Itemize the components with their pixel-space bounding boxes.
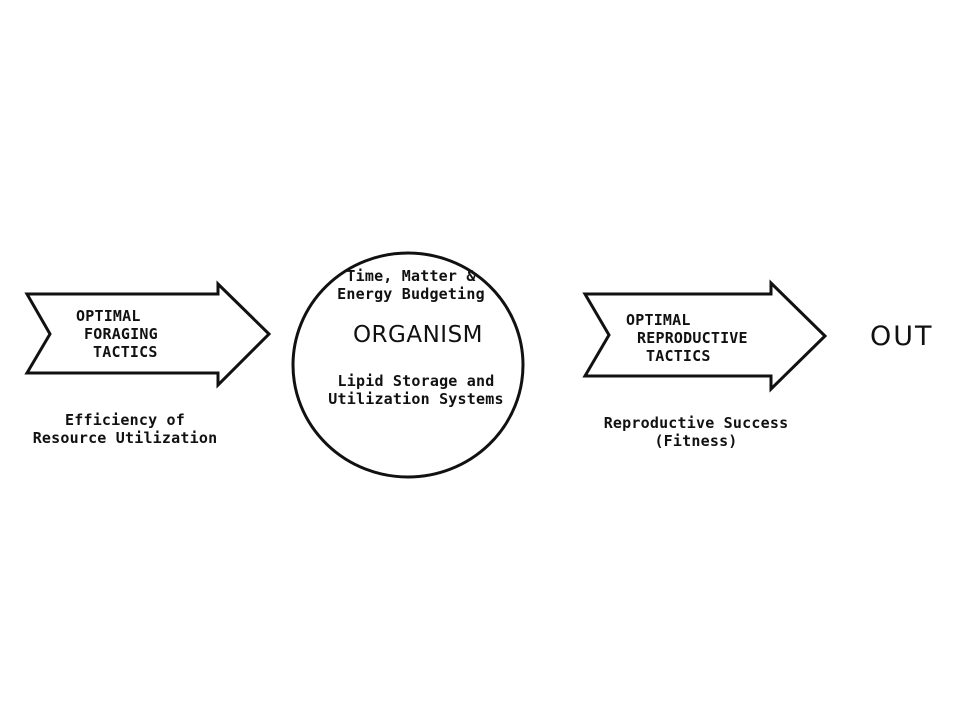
organism-circle	[291, 251, 525, 479]
organism-top-text: Time, Matter & Energy Budgeting	[323, 267, 499, 303]
reproductive-line-1: OPTIMAL	[626, 311, 691, 329]
reproductive-arrow-shape	[582, 279, 828, 393]
foraging-line-3: TACTICS	[93, 343, 158, 361]
foraging-line-1: OPTIMAL	[76, 307, 141, 325]
output-label: OUT	[870, 321, 934, 352]
foraging-tactics-label: OPTIMAL FORAGING TACTICS	[76, 307, 158, 361]
organism-top-line-2: Energy Budgeting	[337, 285, 485, 303]
foraging-line-2: FORAGING	[84, 325, 158, 343]
organism-bottom-line-1: Lipid Storage and	[337, 372, 495, 390]
reproductive-line-3: TACTICS	[646, 347, 711, 365]
reproductive-caption-line-1: Reproductive Success	[603, 414, 789, 432]
foraging-caption: Efficiency of Resource Utilization	[20, 411, 230, 447]
organism-top-line-1: Time, Matter &	[346, 267, 476, 285]
organism-bottom-line-2: Utilization Systems	[328, 390, 504, 408]
foraging-caption-line-2: Resource Utilization	[32, 429, 218, 447]
organism-bottom-text: Lipid Storage and Utilization Systems	[318, 372, 514, 408]
reproductive-caption-line-2: (Fitness)	[654, 432, 738, 450]
foraging-caption-line-1: Efficiency of	[65, 411, 185, 429]
foraging-arrow-shape	[24, 280, 272, 389]
reproductive-caption: Reproductive Success (Fitness)	[588, 414, 804, 450]
reproductive-line-2: REPRODUCTIVE	[637, 329, 748, 347]
organism-title: ORGANISM	[352, 322, 484, 348]
reproductive-tactics-label: OPTIMAL REPRODUCTIVE TACTICS	[626, 311, 748, 365]
